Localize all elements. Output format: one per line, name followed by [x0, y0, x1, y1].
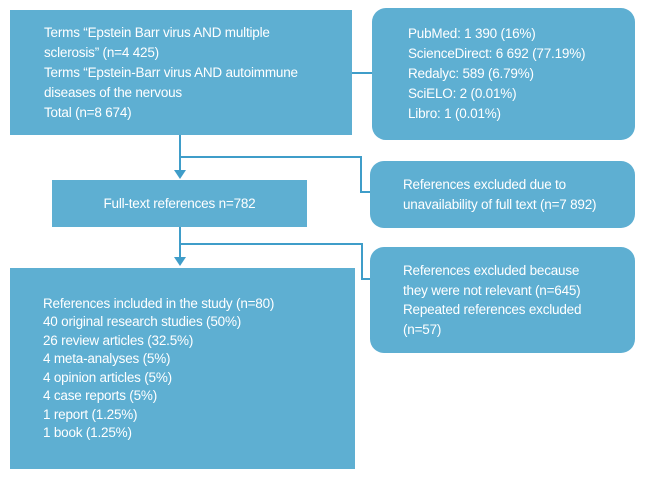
text-line: Full-text references n=782 [103, 196, 256, 211]
text-line: Total (n=8 674) [44, 104, 132, 120]
connector-searchterms-to-databases [352, 72, 372, 74]
connector-branch-to-excluded-relevance [179, 243, 363, 245]
connector-branch-to-excluded-fulltext-vertical [360, 156, 362, 193]
excluded-relevance-box: References excluded because they were no… [370, 247, 635, 353]
databases-box: PubMed: 1 390 (16%) ScienceDirect: 6 692… [372, 8, 635, 140]
text-line: Terms “Epstein-Barr virus AND autoimmune [44, 64, 298, 80]
text-line: Redalyc: 589 (6.79%) [408, 66, 534, 81]
text-line: unavailability of full text (n=7 892) [403, 196, 597, 212]
text-line: References excluded due to [403, 176, 566, 192]
text-line: 1 report (1.25%) [43, 406, 138, 422]
text-line: 26 review articles (32.5%) [43, 332, 194, 348]
arrow-down-icon [174, 257, 186, 266]
text-line: ScienceDirect: 6 692 (77.19%) [408, 46, 586, 61]
connector-branch-to-excluded-relevance-stub [361, 278, 370, 280]
text-line: References included in the study (n=80) [43, 295, 275, 311]
text-line: Libro: 1 (0.01%) [408, 106, 501, 121]
text-line: they were not relevant (n=645) [403, 282, 581, 298]
text-line: 4 opinion articles (5%) [43, 369, 172, 385]
text-line: Repeated references excluded [403, 302, 582, 317]
connector-branch-to-excluded-relevance-vertical [361, 243, 363, 280]
text-line: Terms “Epstein Barr virus AND multiple [44, 24, 270, 40]
text-line: References excluded because [403, 263, 580, 278]
text-line: (n=57) [403, 321, 442, 337]
arrow-down-icon [174, 170, 186, 179]
search-terms-box: Terms “Epstein Barr virus AND multiple s… [10, 10, 352, 135]
connector-branch-to-excluded-fulltext [179, 156, 362, 158]
connector-branch-to-excluded-fulltext-stub [360, 191, 370, 193]
text-line: diseases of the nervous [44, 84, 182, 100]
text-line: 40 original research studies (50%) [43, 314, 242, 329]
text-line: PubMed: 1 390 (16%) [408, 26, 536, 41]
text-line: 4 meta-analyses (5%) [43, 351, 171, 366]
text-line: sclerosis” (n=4 425) [44, 44, 159, 60]
text-line: SciELO: 2 (0.01%) [408, 86, 517, 101]
text-line: 1 book (1.25%) [43, 425, 132, 440]
text-line: 4 case reports (5%) [43, 388, 157, 403]
connector-searchterms-to-fulltext [179, 135, 181, 171]
excluded-fulltext-box: References excluded due to unavailabilit… [370, 161, 635, 228]
included-references-box: References included in the study (n=80) … [10, 268, 355, 469]
connector-fulltext-to-included [179, 227, 181, 258]
fulltext-references-box: Full-text references n=782 [52, 180, 307, 227]
